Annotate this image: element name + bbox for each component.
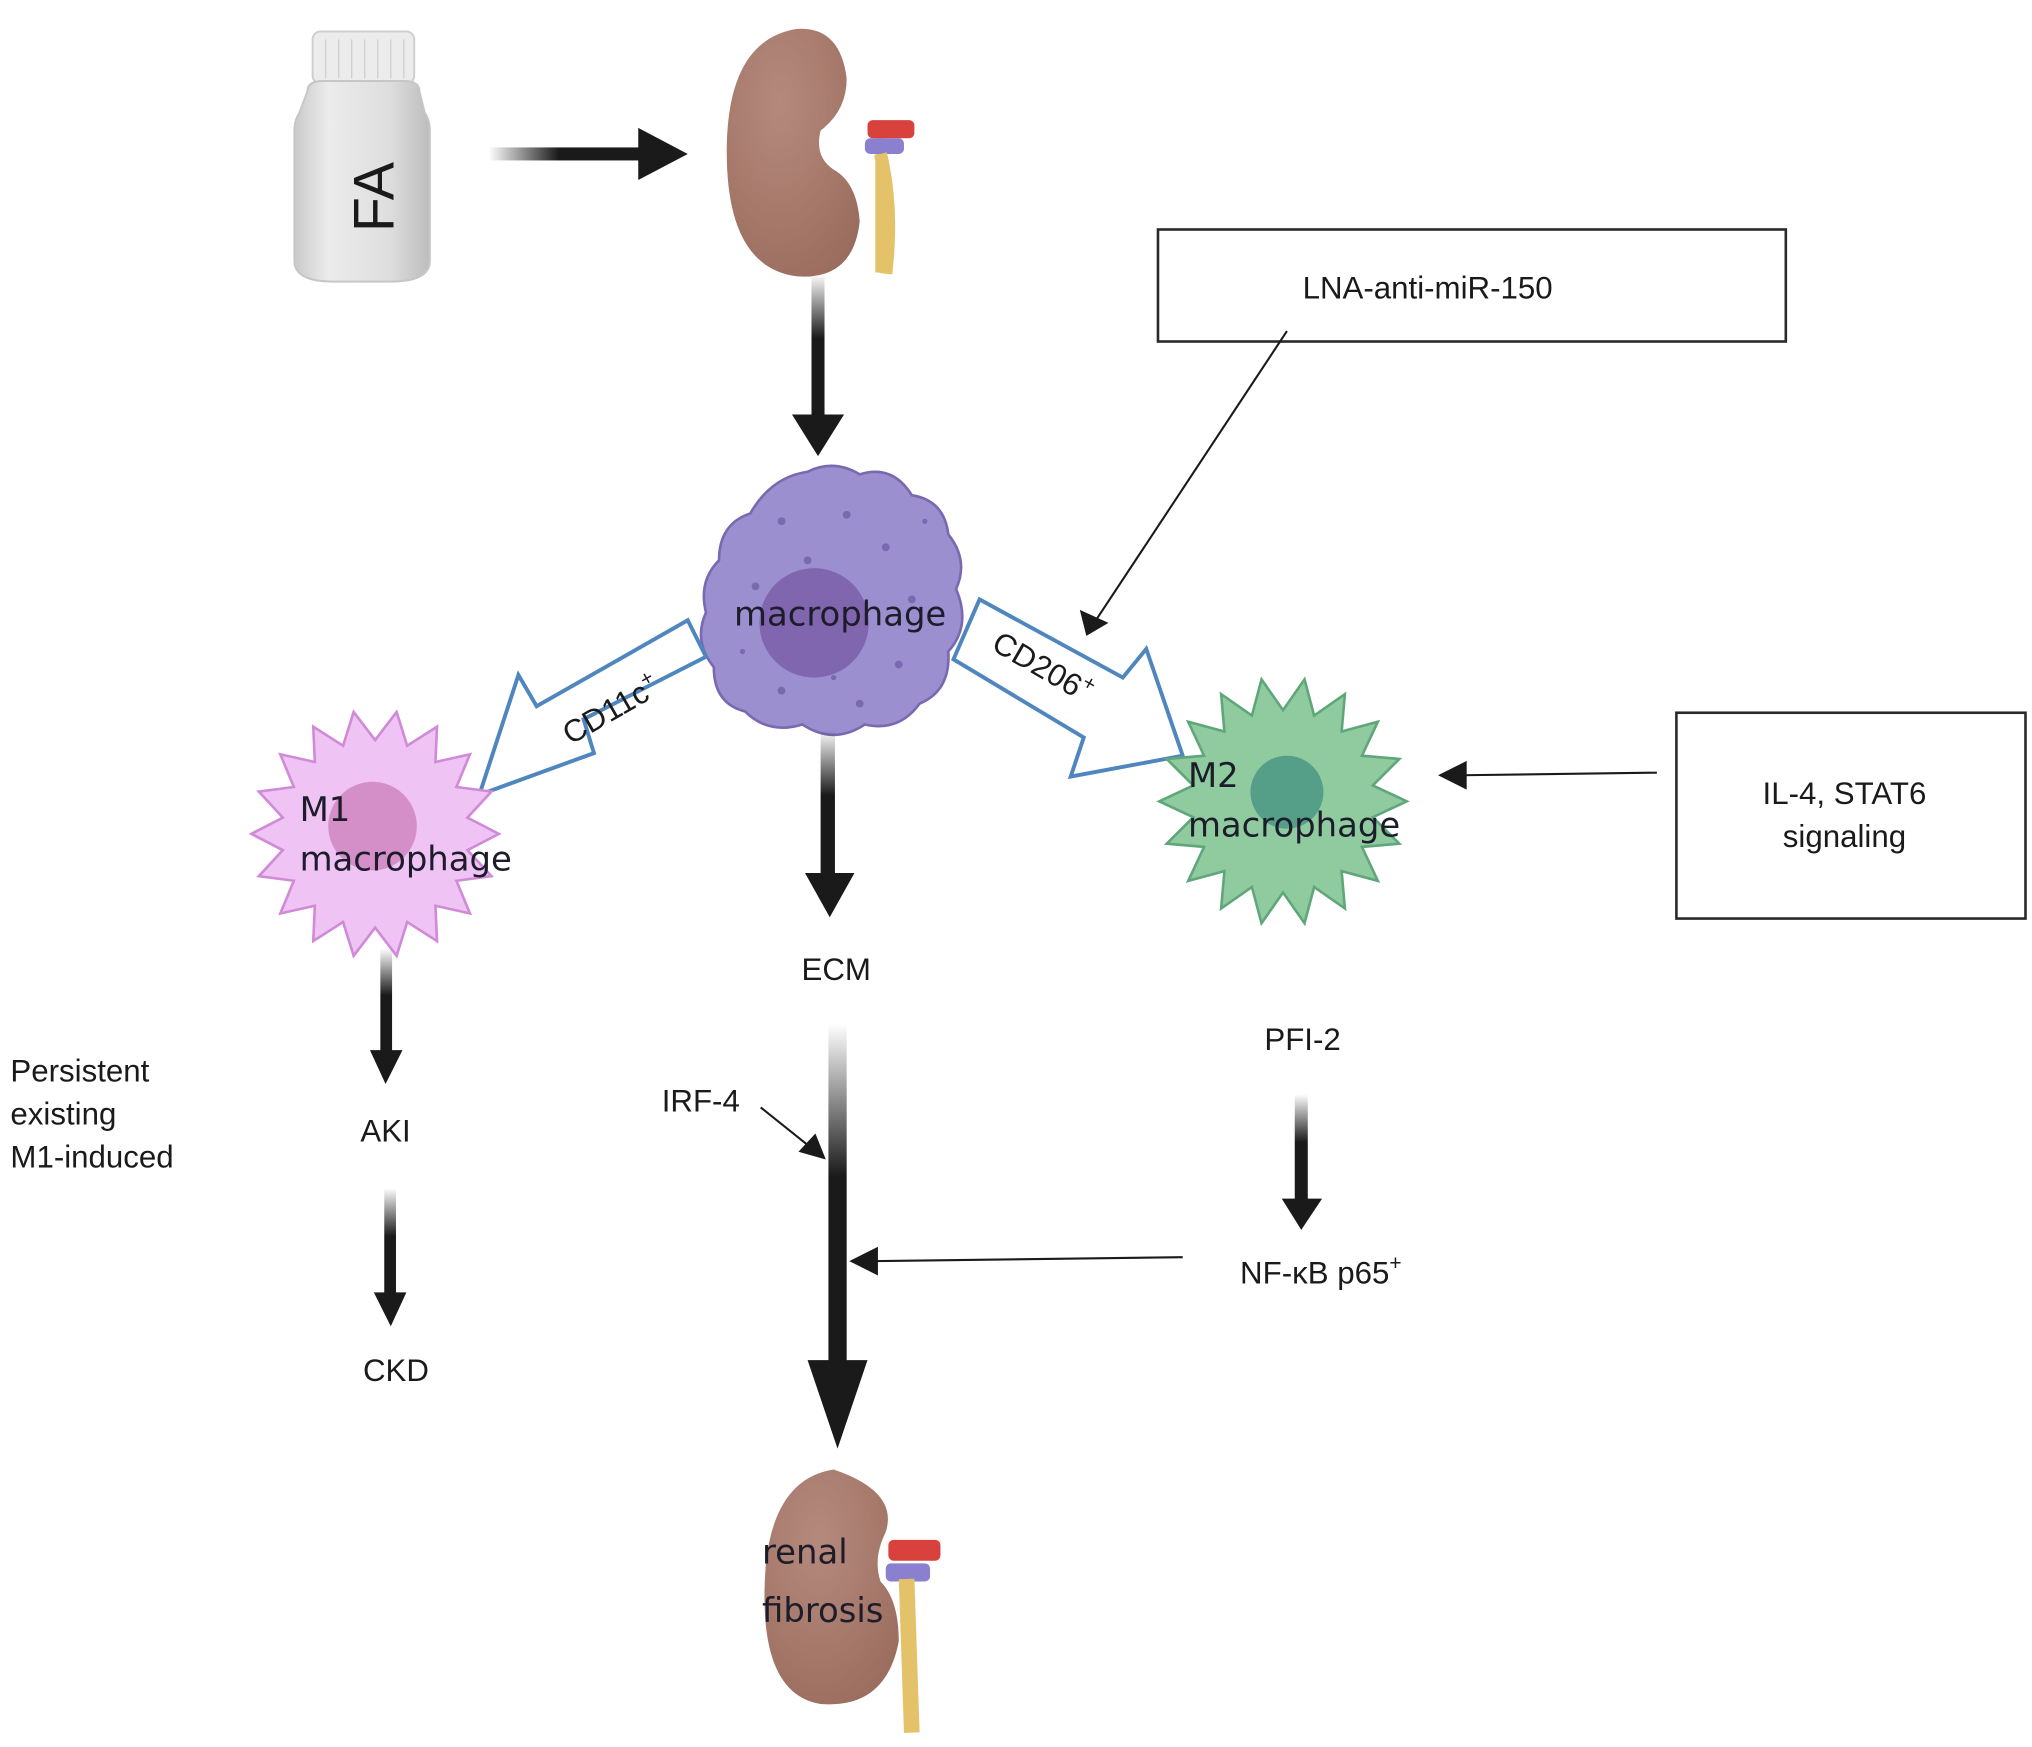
aki-label: AKI [360, 1113, 410, 1148]
il4-label-line2: signaling [1783, 819, 1906, 854]
irf4-arrowhead [798, 1133, 826, 1160]
cd11c-arrow: CD11c+ [476, 617, 709, 799]
persistent-line2: existing [10, 1096, 116, 1131]
cd206-arrow: CD206+ [951, 596, 1186, 780]
lna-label: LNA-anti-miR-150 [1303, 271, 1553, 306]
persistent-line3: M1-induced [10, 1139, 173, 1174]
m1-label-line2: macrophage [300, 839, 512, 878]
macrophage-cell-icon: macrophage [699, 464, 964, 737]
arrowhead [1079, 609, 1109, 636]
m1-label-line1: M1 [300, 790, 351, 829]
kidney-icon [726, 28, 915, 277]
arrow-kidney-to-macrophage [791, 273, 845, 457]
m2-macrophage-cell-icon: M2 macrophage [1156, 676, 1410, 927]
folic-acid-bottle-icon: FA [293, 30, 431, 283]
lna-anti-mir-150-box: LNA-anti-miR-150 [1079, 228, 1788, 636]
m2-label-line2: macrophage [1188, 805, 1400, 844]
renal-label-line1: renal [762, 1532, 848, 1571]
arrow-aki-to-ckd [373, 1188, 407, 1327]
arrow-macrophage-to-ecm [804, 729, 855, 918]
pfi2-label: PFI-2 [1264, 1022, 1340, 1057]
bottle-label: FA [342, 161, 406, 232]
ecm-label: ECM [802, 952, 871, 987]
macrophage-label: macrophage [734, 594, 946, 633]
il4-label-line1: IL-4, STAT6 [1763, 776, 1927, 811]
renal-fibrosis-kidney-icon: renal fibrosis [762, 1469, 941, 1733]
il4-stat6-box: IL-4, STAT6 signaling [1438, 711, 2027, 920]
irf4-label: IRF-4 [662, 1083, 740, 1118]
arrow-ecm-to-renal-fibrosis [807, 1024, 868, 1449]
renal-label-line2: fibrosis [762, 1591, 883, 1630]
ckd-label: CKD [363, 1353, 429, 1388]
nfkb-arrowhead [849, 1246, 878, 1276]
arrow-m1-to-aki [369, 948, 403, 1084]
arrow-pfi2-to-nfkb [1281, 1094, 1323, 1230]
persistent-line1: Persistent [10, 1053, 149, 1088]
persistent-note: Persistent existing M1-induced [10, 1053, 173, 1174]
arrow-fa-to-kidney [488, 127, 688, 180]
nfkb-label: NF-κB p65+ [1240, 1252, 1402, 1290]
m1-macrophage-cell-icon: M1 macrophage [248, 709, 512, 959]
m2-label-line1: M2 [1188, 756, 1239, 795]
